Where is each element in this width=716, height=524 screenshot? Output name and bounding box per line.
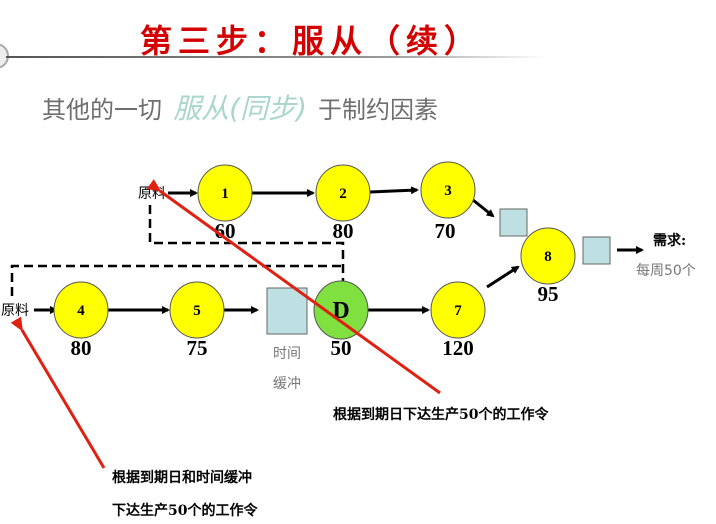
node-label: 4 [77, 303, 85, 319]
node-8 [520, 227, 576, 285]
node-label: 7 [454, 303, 462, 319]
capacity-label: 80 [333, 219, 354, 243]
capacity-label: 70 [435, 219, 456, 243]
capacity-label: 80 [71, 336, 92, 360]
time-buffer-box [266, 287, 308, 335]
node-label: 8 [544, 249, 552, 265]
subtitle: 其他的一切 服从(同步) 于制约因素 [42, 92, 438, 125]
node-2 [315, 164, 371, 222]
node-label: 1 [221, 186, 229, 202]
node-4 [53, 281, 109, 339]
time-buffer-label: 缓冲 [273, 376, 301, 392]
note-top: 根据到期日下达生产50个的工作令 [333, 406, 549, 423]
red-arrow-to-raw-top [146, 179, 441, 395]
subtitle-highlight: 服从(同步) [173, 92, 307, 125]
subtitle-suffix: 于制约因素 [318, 96, 438, 124]
node-5 [169, 281, 225, 339]
node-3 [420, 161, 476, 219]
time-buffer-label: 时间 [273, 346, 301, 362]
rope-line-bottom [10, 264, 343, 296]
raw-material-bottom: 原料 [1, 303, 29, 319]
arrow-2-to-3 [369, 186, 419, 195]
subtitle-prefix: 其他的一切 [42, 96, 162, 124]
arrow-3-to-buffer [472, 198, 495, 218]
demand-value: 每周50个 [636, 263, 696, 279]
capacity-label: 120 [442, 336, 474, 360]
capacity-label: 50 [331, 336, 352, 360]
arrow-7-to-8 [486, 265, 520, 289]
capacity-label: 75 [187, 336, 208, 360]
node-label: 2 [339, 186, 347, 202]
shipping-buffer-box [582, 236, 611, 265]
node-D-constraint [313, 280, 369, 340]
title-underline [6, 56, 546, 58]
node-label: 5 [193, 303, 201, 319]
note-bottom-line1: 根据到期日和时间缓冲 [112, 469, 252, 486]
page-title: 第三步：服从（续） [140, 22, 482, 60]
assembly-buffer-box [499, 208, 528, 237]
node-label: 3 [444, 183, 452, 199]
capacity-label: 60 [215, 219, 236, 243]
red-arrow-to-raw-bottom [10, 316, 106, 469]
rope-line-top [148, 205, 345, 284]
demand-label: 需求: [653, 232, 686, 249]
flow-arrows [34, 186, 644, 314]
capacity-label: 95 [538, 282, 559, 306]
node-1 [197, 164, 253, 222]
note-bottom-line2: 下达生产50个的工作令 [112, 502, 258, 519]
node-7 [430, 281, 486, 339]
